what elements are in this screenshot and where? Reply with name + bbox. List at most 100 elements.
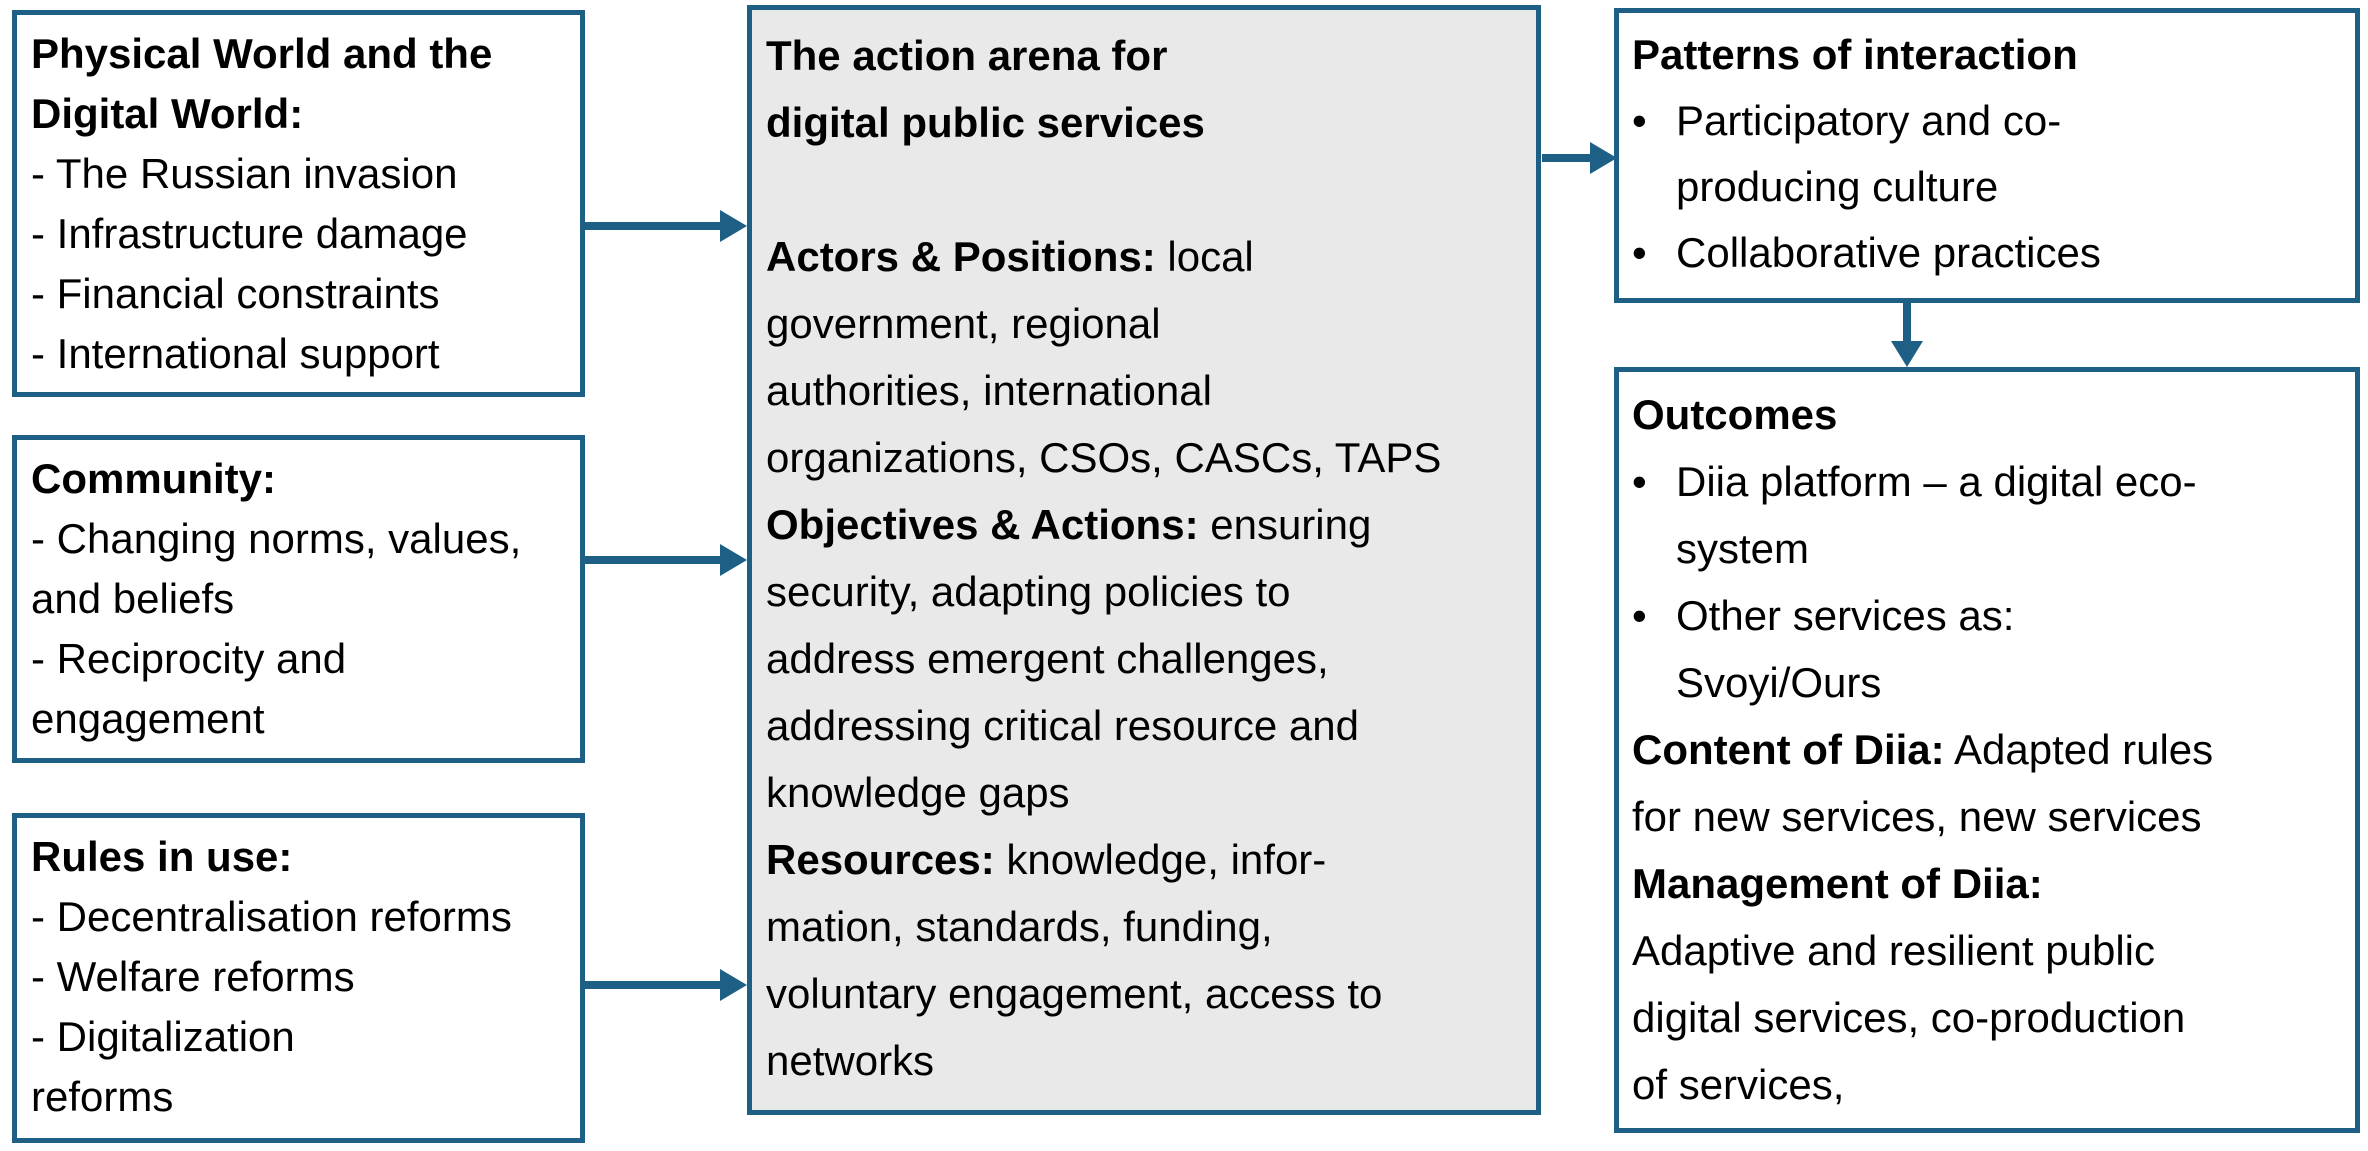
text-line: address emergent challenges, (766, 625, 1528, 692)
arrow-shaft (1903, 303, 1911, 342)
bold-text: Resources: (766, 836, 995, 883)
arrow-right-icon (720, 210, 747, 242)
arrow-arena-to-patterns (1542, 142, 1617, 174)
text: local (1155, 233, 1254, 280)
text: authorities, international (766, 367, 1212, 414)
text-line: for new services, new services (1632, 783, 2347, 850)
text: - The Russian invasion (31, 150, 458, 197)
bold-text: Outcomes (1632, 391, 1838, 438)
text: - International support (31, 330, 440, 377)
text-line: Management of Diia: (1632, 850, 2347, 917)
text-line: of services, (1632, 1051, 2347, 1118)
text-line: digital public services (766, 89, 1528, 156)
text: Diia platform – a digital eco- (1676, 458, 2197, 505)
text-line: - Decentralisation reforms (31, 887, 572, 947)
box-action-arena: The action arena for digital public servi… (747, 5, 1541, 1115)
text-line: - Reciprocity and (31, 629, 572, 689)
text: - Digitalization (31, 1013, 295, 1060)
text-line: - The Russian invasion (31, 144, 572, 204)
box-community: Community:- Changing norms, values,and b… (12, 435, 585, 763)
text-line: voluntary engagement, access to (766, 960, 1528, 1027)
text-line: organizations, CSOs, CASCs, TAPS (766, 424, 1528, 491)
text: security, adapting policies to (766, 568, 1291, 615)
text: producing culture (1676, 163, 1999, 210)
arrow-shaft (585, 556, 721, 564)
text-line: Physical World and the (31, 24, 572, 84)
bullet-icon: • (1632, 229, 1647, 276)
text: - Welfare reforms (31, 953, 355, 1000)
text: Participatory and co- (1676, 97, 2062, 144)
text: system (1676, 525, 1810, 572)
text-line: Outcomes (1632, 381, 2347, 448)
bold-text: digital public services (766, 99, 1205, 146)
text-line: - Digitalization (31, 1007, 572, 1067)
arrow-down-icon (1891, 341, 1923, 367)
text: organizations, CSOs, CASCs, TAPS (766, 434, 1442, 481)
text: Adapted rules (1944, 726, 2214, 773)
text-line: system (1632, 515, 2347, 582)
bold-text: Management of Diia: (1632, 860, 2043, 907)
text: knowledge, infor- (994, 836, 1327, 883)
arrow-patterns-to-outcomes (1890, 303, 1924, 367)
text: reforms (31, 1073, 174, 1120)
text: engagement (31, 695, 265, 742)
bold-text: Community: (31, 455, 276, 502)
text-line: producing culture (1632, 154, 2347, 220)
bold-text: Objectives & Actions: (766, 501, 1199, 548)
bullet-line: •Collaborative practices (1632, 220, 2347, 286)
text: - Financial constraints (31, 270, 440, 317)
text-line: Digital World: (31, 84, 572, 144)
text: Other services as: (1676, 592, 2015, 639)
text: for new services, new services (1632, 793, 2202, 840)
arrow-right-icon (720, 969, 747, 1001)
arrow-shaft (1542, 154, 1591, 162)
bold-text: Rules in use: (31, 833, 293, 880)
arrow-right-icon (720, 544, 747, 576)
text: networks (766, 1037, 935, 1084)
text: mation, standards, funding, (766, 903, 1273, 950)
text-line: knowledge gaps (766, 759, 1528, 826)
bullet-line: •Diia platform – a digital eco- (1632, 448, 2347, 515)
arrow-community-to-arena (585, 544, 747, 576)
text: - Infrastructure damage (31, 210, 468, 257)
bullet-line: • Participatory and co- (1632, 88, 2347, 154)
text-line: addressing critical resource and (766, 692, 1528, 759)
text: - Changing norms, values, (31, 515, 522, 562)
text: voluntary engagement, access to (766, 970, 1383, 1017)
box-patterns-of-interaction: Patterns of interaction•Participatory an… (1614, 8, 2360, 303)
arrow-physical-to-arena (585, 210, 747, 242)
arrow-shaft (585, 981, 721, 989)
text: Adaptive and resilient public (1632, 927, 2155, 974)
text-line: - Infrastructure damage (31, 204, 572, 264)
bullet-icon: • (1632, 97, 1647, 144)
bold-text: Physical World and the (31, 30, 493, 77)
text-line: Content of Diia: Adapted rules (1632, 716, 2347, 783)
text: - Reciprocity and (31, 635, 347, 682)
arrow-shaft (585, 222, 721, 230)
text-line: - International support (31, 324, 572, 384)
text-line: The action arena for (766, 22, 1528, 89)
text-line: security, adapting policies to (766, 558, 1528, 625)
text: ensuring (1198, 501, 1372, 548)
bold-text: Content of Diia: (1632, 726, 1945, 773)
text-line: - Changing norms, values, (31, 509, 572, 569)
text-line: Svoyi/Ours (1632, 649, 2347, 716)
bold-text: Digital World: (31, 90, 304, 137)
text-line: reforms (31, 1067, 572, 1127)
text-line: Rules in use: (31, 827, 572, 887)
text-line (766, 156, 1528, 223)
text-line: Community: (31, 449, 572, 509)
text: digital services, co-production (1632, 994, 2186, 1041)
text-line: authorities, international (766, 357, 1528, 424)
text-line: networks (766, 1027, 1528, 1094)
text: knowledge gaps (766, 769, 1070, 816)
text-line: engagement (31, 689, 572, 749)
text: - Decentralisation reforms (31, 893, 512, 940)
text: Svoyi/Ours (1676, 659, 1882, 706)
text-line: - Financial constraints (31, 264, 572, 324)
text-line: Adaptive and resilient public (1632, 917, 2347, 984)
text: address emergent challenges, (766, 635, 1329, 682)
text-line: Resources: knowledge, infor- (766, 826, 1528, 893)
